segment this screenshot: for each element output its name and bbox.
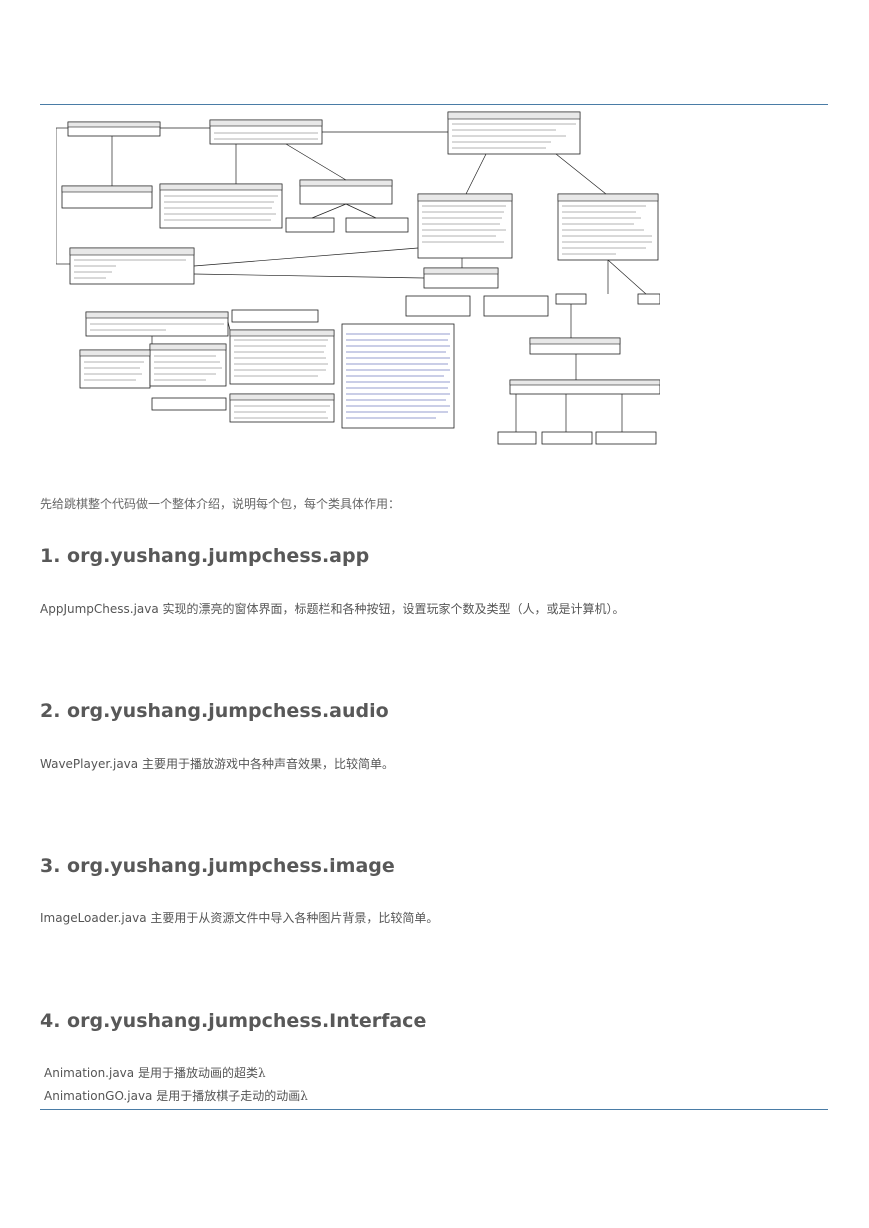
list-item: Animation.java 是用于播放动画的超类λ bbox=[44, 1062, 308, 1085]
file-name: AppJumpChess.java bbox=[40, 602, 159, 616]
list-item: AnimationGO.java 是用于播放棋子走动的动画λ bbox=[44, 1085, 308, 1108]
list-item: AppJumpChess.java 实现的漂亮的窗体界面，标题栏和各种按钮，设置… bbox=[40, 598, 625, 621]
intro-text: 先给跳棋整个代码做一个整体介绍，说明每个包，每个类具体作用： bbox=[40, 497, 401, 511]
file-description: 是用于播放棋子走动的动画λ bbox=[152, 1089, 308, 1103]
file-name: AnimationGO.java bbox=[44, 1089, 153, 1103]
top-rule bbox=[40, 104, 828, 105]
bottom-rule bbox=[40, 1109, 828, 1110]
section-body-image: ImageLoader.java 主要用于从资源文件中导入各种图片背景，比较简单… bbox=[40, 907, 438, 930]
section-body-audio: WavePlayer.java 主要用于播放游戏中各种声音效果，比较简单。 bbox=[40, 753, 394, 776]
section-title-audio: 2. org.yushang.jumpchess.audio bbox=[40, 700, 389, 722]
section-body-interface: Animation.java 是用于播放动画的超类λ AnimationGO.j… bbox=[44, 1062, 308, 1108]
file-description: 实现的漂亮的窗体界面，标题栏和各种按钮，设置玩家个数及类型（人，或是计算机）。 bbox=[158, 602, 625, 616]
file-name: Animation.java bbox=[44, 1066, 135, 1080]
uml-class-diagram bbox=[56, 111, 660, 445]
section-title-interface: 4. org.yushang.jumpchess.Interface bbox=[40, 1010, 427, 1032]
file-description: 主要用于从资源文件中导入各种图片背景，比较简单。 bbox=[146, 911, 439, 925]
section-title-app: 1. org.yushang.jumpchess.app bbox=[40, 545, 370, 567]
file-name: ImageLoader.java bbox=[40, 911, 147, 925]
file-description: 主要用于播放游戏中各种声音效果，比较简单。 bbox=[138, 757, 394, 771]
list-item: WavePlayer.java 主要用于播放游戏中各种声音效果，比较简单。 bbox=[40, 753, 394, 776]
file-description: 是用于播放动画的超类λ bbox=[134, 1066, 266, 1080]
list-item: ImageLoader.java 主要用于从资源文件中导入各种图片背景，比较简单… bbox=[40, 907, 438, 930]
section-body-app: AppJumpChess.java 实现的漂亮的窗体界面，标题栏和各种按钮，设置… bbox=[40, 598, 625, 621]
section-title-image: 3. org.yushang.jumpchess.image bbox=[40, 855, 395, 877]
file-name: WavePlayer.java bbox=[40, 757, 139, 771]
